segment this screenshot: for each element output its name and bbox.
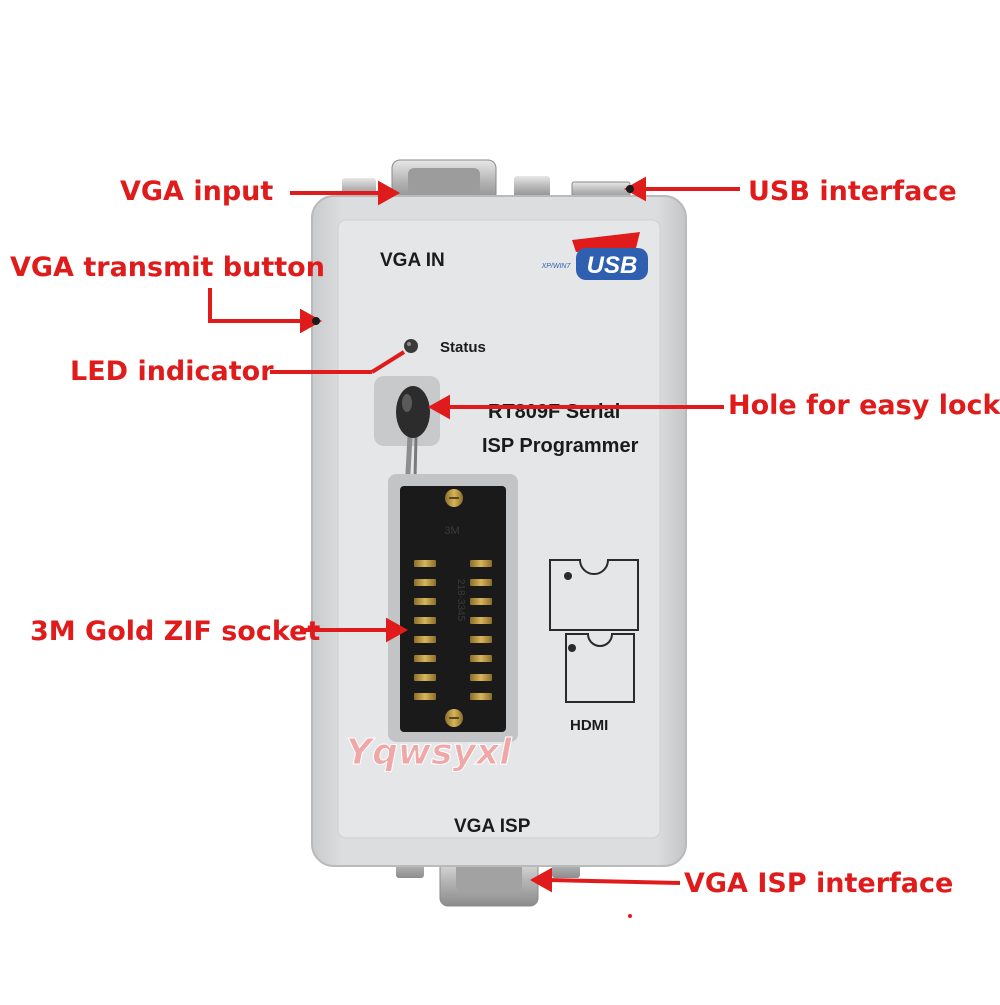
callout-hole-easy-lock: Hole for easy lock	[728, 390, 1000, 421]
watermark: Yqwsyxl	[346, 732, 512, 773]
zif-pin-right-6	[470, 655, 492, 662]
callout-vga-transmit-button: VGA transmit button	[10, 252, 325, 283]
usb-logo: USB XP/WIN7	[541, 232, 648, 280]
model-line-2: ISP Programmer	[482, 435, 639, 457]
zif-pin-left-2	[414, 579, 436, 586]
zif-pin-left-4	[414, 617, 436, 624]
zif-pin-right-4	[470, 617, 492, 624]
zif-pin-right-8	[470, 693, 492, 700]
zif-pin-left-1	[414, 560, 436, 567]
arrow-hole-easy-lock	[427, 394, 724, 420]
hdmi-slot-icon	[549, 559, 639, 703]
zif-pin-right-2	[470, 579, 492, 586]
arrow-vga-transmit	[208, 288, 323, 334]
arrow-vga-isp-interface	[529, 867, 681, 893]
socket-part-number: 218-3345	[455, 579, 466, 622]
zif-socket: 3M 218-3345	[388, 474, 518, 742]
zif-pin-right-3	[470, 598, 492, 605]
callout-zif-socket: 3M Gold ZIF socket	[30, 616, 321, 647]
usb-logo-small-text: XP/WIN7	[541, 263, 572, 270]
zif-pins	[414, 560, 492, 700]
callout-usb-interface: USB interface	[748, 176, 957, 207]
status-label: Status	[440, 339, 486, 356]
annotation-arrows	[208, 176, 740, 893]
zif-pin-left-6	[414, 655, 436, 662]
vga-isp-label: VGA ISP	[454, 816, 531, 837]
arrow-led-indicator	[270, 350, 406, 374]
arrow-usb-interface	[623, 176, 740, 202]
callout-vga-input: VGA input	[120, 176, 274, 207]
zif-pin-left-3	[414, 598, 436, 605]
zif-pin-right-5	[470, 636, 492, 643]
zif-pin-right-1	[470, 560, 492, 567]
callout-vga-isp-interface: VGA ISP interface	[684, 868, 954, 899]
arrow-zif-socket	[300, 617, 409, 643]
zif-pin-left-7	[414, 674, 436, 681]
vga-in-label: VGA IN	[380, 250, 445, 271]
zif-pin-left-5	[414, 636, 436, 643]
model-line-1: RT809F Serial	[488, 401, 620, 423]
socket-brand: 3M	[444, 525, 459, 537]
lock-lever	[374, 376, 440, 521]
status-led	[404, 339, 418, 353]
usb-logo-text: USB	[587, 252, 638, 279]
callout-led-indicator: LED indicator	[70, 356, 274, 387]
hdmi-label: HDMI	[570, 717, 608, 734]
arrow-vga-input	[290, 180, 401, 206]
zif-pin-left-8	[414, 693, 436, 700]
zif-pin-right-7	[470, 674, 492, 681]
